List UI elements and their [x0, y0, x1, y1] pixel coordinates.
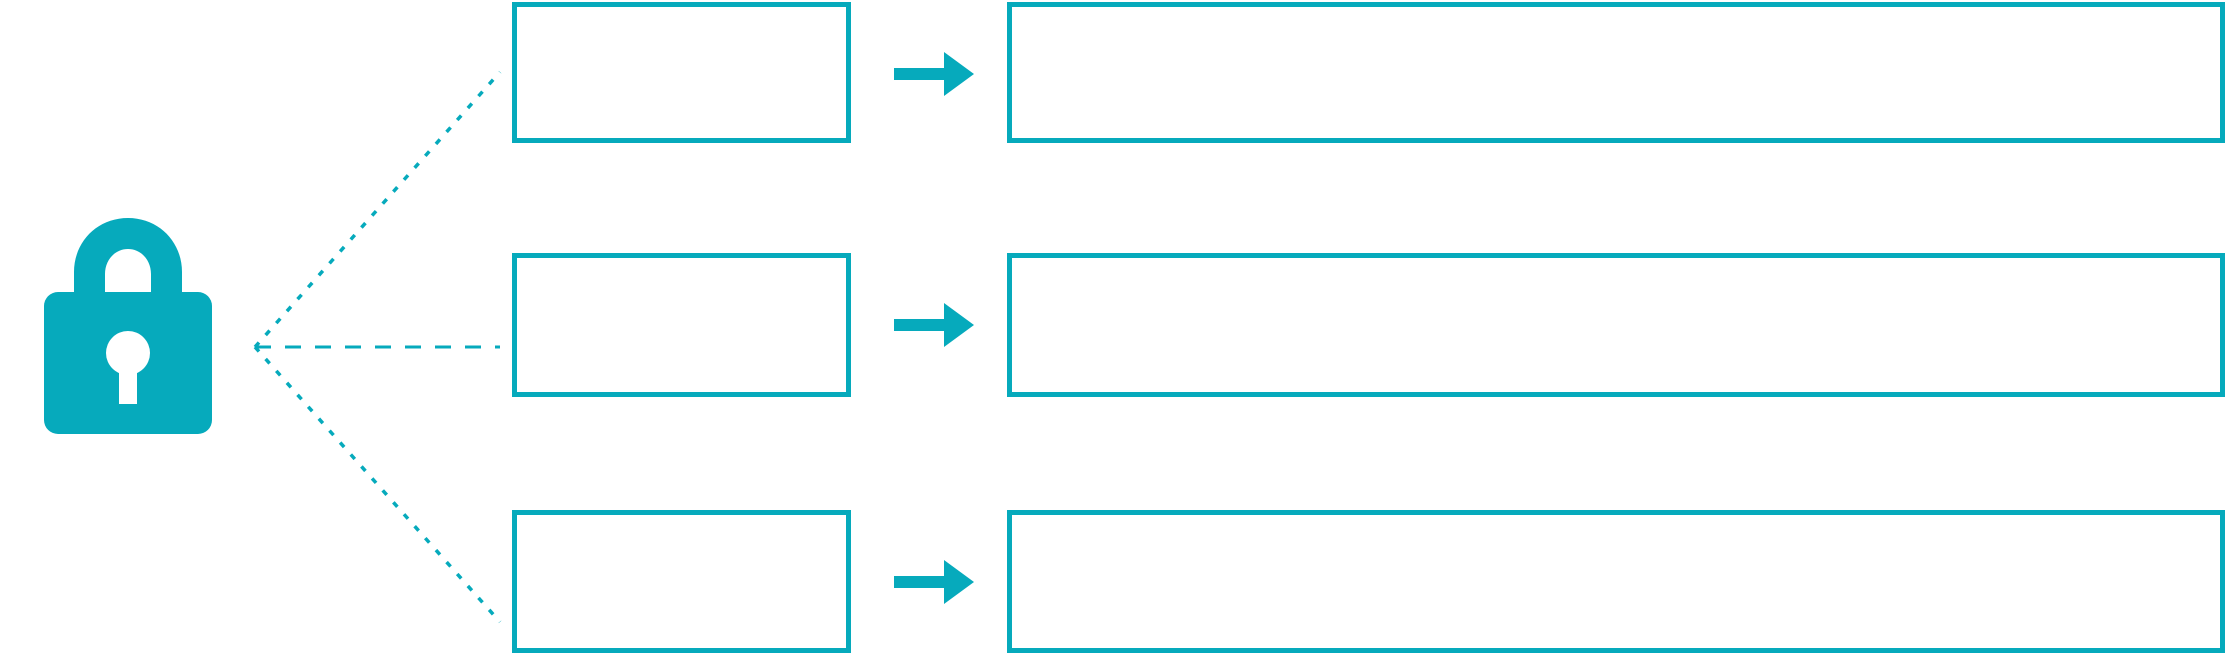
lock-icon	[44, 218, 212, 434]
flow-row-2	[512, 253, 2225, 397]
flow-row-1	[0, 0, 2229, 150]
small-box-row-3[interactable]	[512, 510, 851, 653]
large-box-row-3[interactable]	[1007, 510, 2225, 653]
connector-line-row-1	[253, 70, 502, 349]
small-box-row-2[interactable]	[512, 253, 851, 397]
arrow-right-icon-row-3	[894, 560, 974, 604]
large-box-row-2[interactable]	[1007, 253, 2225, 397]
small-box-row-1[interactable]	[512, 2, 851, 143]
connector-line-row-3	[253, 345, 502, 624]
lock-icon-container	[38, 212, 218, 440]
large-box-row-1[interactable]	[1007, 2, 2225, 143]
arrow-right-icon-row-1	[894, 52, 974, 96]
arrow-right-icon-row-2	[894, 303, 974, 347]
